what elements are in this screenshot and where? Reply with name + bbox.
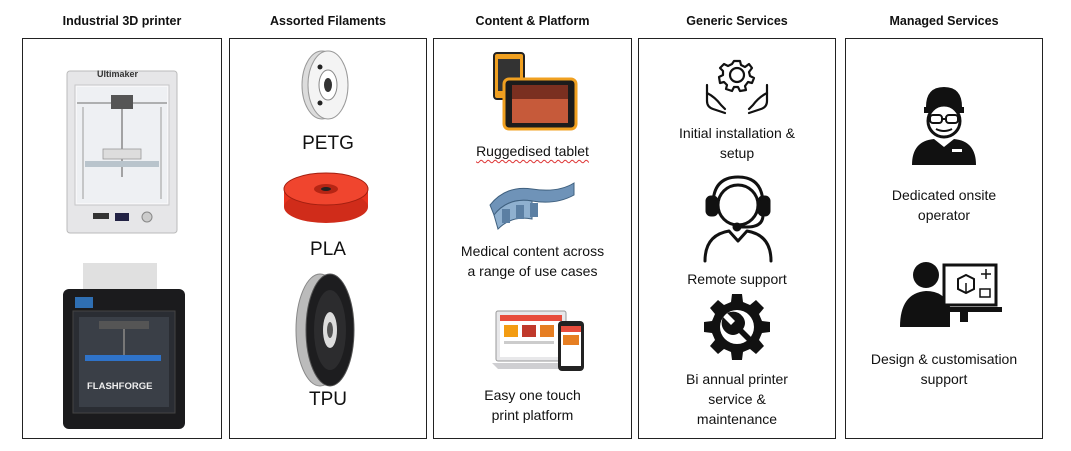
column-title-content: Content & Platform xyxy=(475,14,590,28)
column-title-filaments: Assorted Filaments xyxy=(269,14,386,28)
red-filament-spool xyxy=(280,169,372,225)
flashforge-printer-photo: FLASHFORGE xyxy=(59,261,189,433)
gear-wrench-icon xyxy=(701,291,773,363)
label-print-platform: Easy one touch print platform xyxy=(484,387,581,423)
label-design-support: Design & customisation support xyxy=(870,351,1018,387)
laptop-phone xyxy=(492,307,588,379)
label-dedicated-operator: Dedicated onsite operator xyxy=(891,187,997,223)
panel-generic: Initial installation & setup Remote supp… xyxy=(638,38,836,439)
panel-printer: Ultimaker FLASHFORGE xyxy=(22,38,222,439)
panel-content: Ruggedised tablet Medical content across… xyxy=(433,38,632,439)
column-title-printer: Industrial 3D printer xyxy=(62,14,182,28)
ultimaker-printer-photo: Ultimaker xyxy=(63,67,181,237)
panel-filaments: PETG PLA TPU xyxy=(229,38,427,439)
ultimaker-brand-text: Ultimaker xyxy=(97,69,139,79)
medical-splint xyxy=(486,175,578,233)
white-filament-spool xyxy=(290,49,354,121)
black-filament-spool xyxy=(290,271,362,389)
label-printer-service: Bi annual printer service & maintenance xyxy=(686,371,788,427)
rugged-tablet xyxy=(490,51,580,133)
label-initial-installation: Initial installation & setup xyxy=(679,125,795,161)
label-pla: PLA xyxy=(310,239,346,260)
headset-icon xyxy=(699,169,777,265)
flashforge-brand-text: FLASHFORGE xyxy=(87,381,152,392)
gear-hands-icon xyxy=(703,51,771,117)
label-ruggedised-tablet: Ruggedised tablet xyxy=(476,143,589,159)
label-tpu: TPU xyxy=(309,389,347,410)
label-remote-support: Remote support xyxy=(687,271,787,287)
label-petg: PETG xyxy=(302,133,354,154)
column-title-managed: Managed Services xyxy=(889,14,999,28)
panel-managed: Dedicated onsite operator Design & custo… xyxy=(845,38,1043,439)
operator-icon xyxy=(908,83,980,167)
designer-icon xyxy=(898,259,1002,329)
column-title-generic: Generic Services xyxy=(686,14,788,28)
label-medical-content: Medical content across a range of use ca… xyxy=(460,243,605,279)
